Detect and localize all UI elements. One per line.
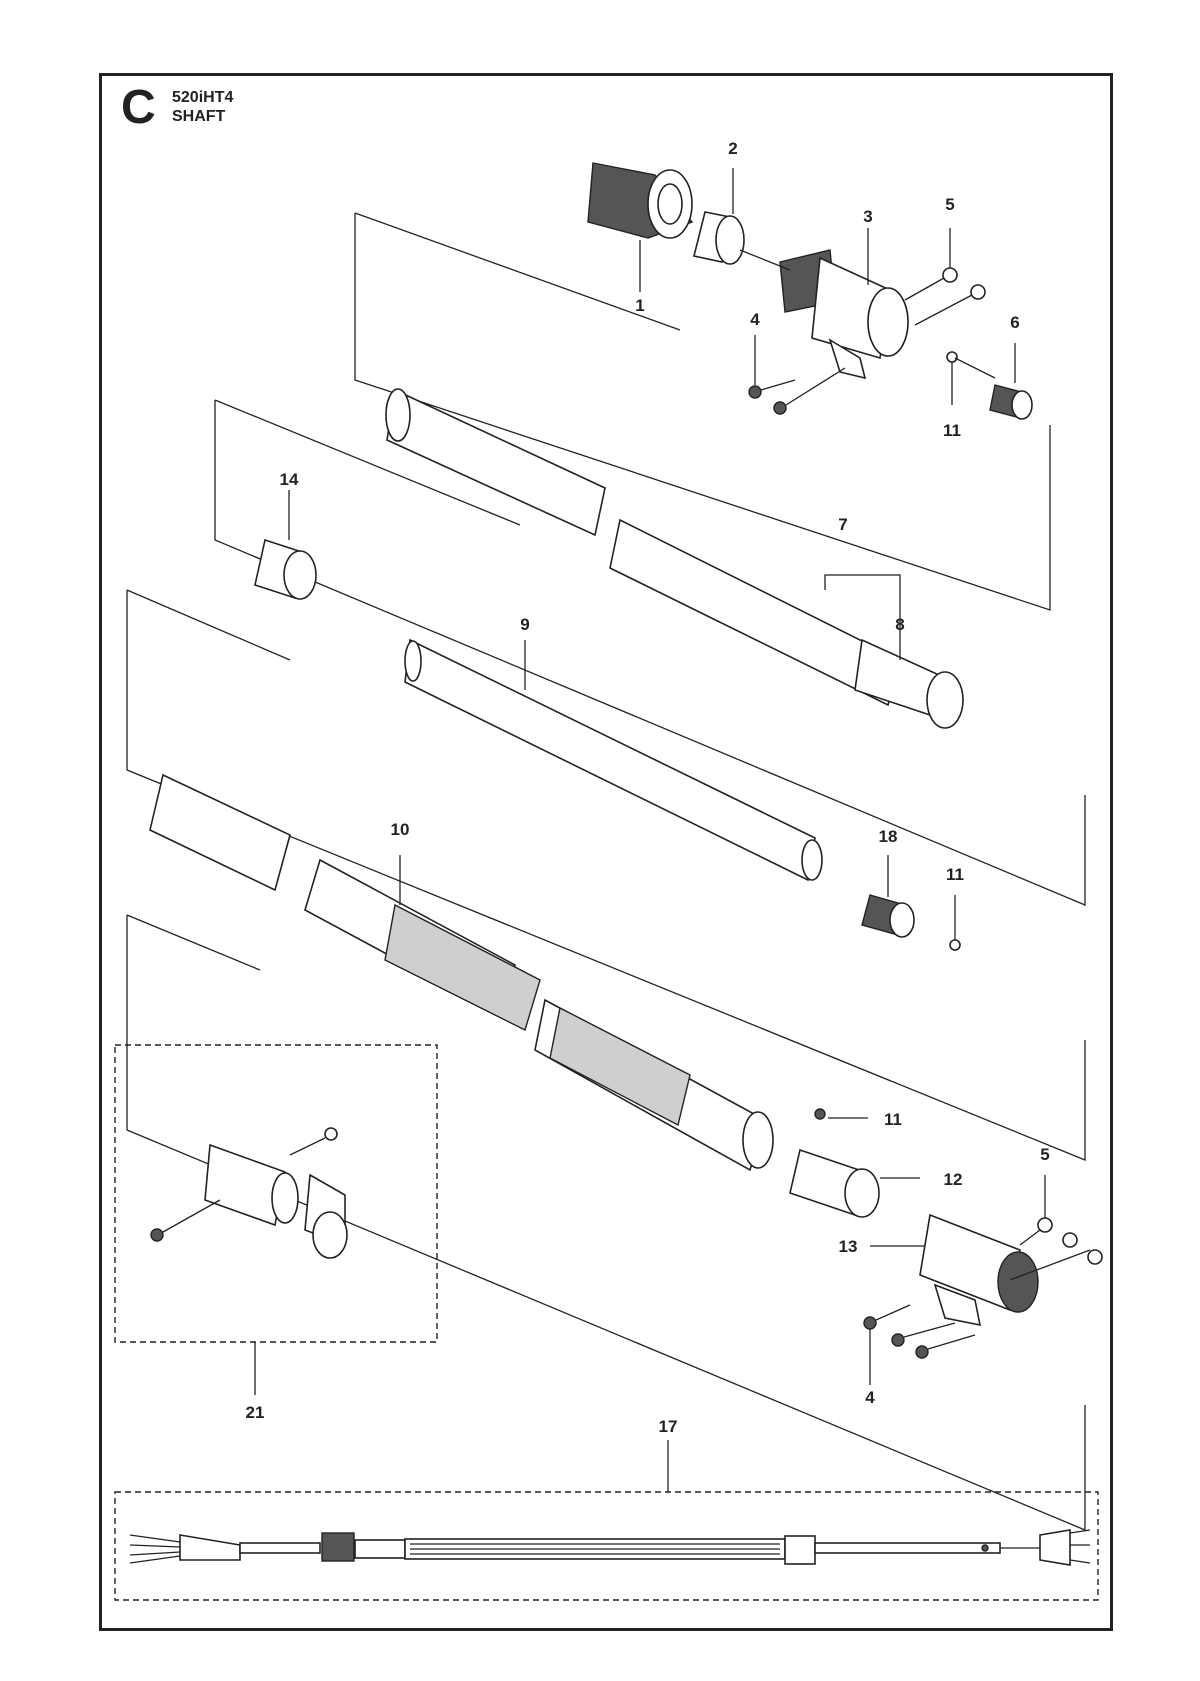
part-11-screw-mid [949,895,961,951]
model-label: 520iHT4 [172,89,234,106]
part-7-upper-shaft [385,388,964,729]
part-6-clamp-ring [989,343,1033,420]
part-11-screw-low [814,1108,868,1120]
kit-21-box [114,1044,438,1395]
callout-12: 12 [944,1170,963,1189]
assembly-planes [126,212,1086,1531]
diagram-frame [99,73,1113,1631]
part-2-sleeve [693,168,745,265]
diagram-title: SHAFT [172,108,226,125]
callout-10: 10 [391,820,410,839]
callout-14: 14 [280,470,299,489]
callout-1: 1 [635,296,644,315]
callout-17: 17 [659,1417,678,1436]
callout-5: 5 [1040,1145,1049,1164]
section-letter: C [121,81,156,134]
callout-11: 11 [946,865,964,884]
callout-4: 4 [865,1388,875,1407]
part-10-lower-shaft [149,773,774,1172]
part-4-bolts-top [748,335,846,415]
callout-21: 21 [246,1403,265,1422]
part-5-nuts-top [904,228,986,326]
part-14-collar [254,490,317,600]
callout-9: 9 [520,615,529,634]
callout-13: 13 [839,1237,858,1256]
callout-11: 11 [943,421,961,440]
callout-2: 2 [728,139,737,158]
kit-17-box [114,1440,1099,1601]
part-12-sleeve [789,1148,920,1218]
callout-3: 3 [863,207,872,226]
callout-18: 18 [879,827,898,846]
part-5-nuts-low [1019,1175,1103,1265]
part-3-clamp-housing [739,228,909,380]
callout-11: 11 [884,1110,902,1129]
part-4-bolts-low [863,1304,976,1385]
callout-5: 5 [945,195,954,214]
callout-7: 7 [838,515,847,534]
part-13-clamp-housing [870,1213,1091,1327]
part-9-inner-tube [404,638,823,882]
part-11-screw-top [946,351,996,405]
callout-6: 6 [1010,313,1019,332]
callout-8: 8 [895,615,904,634]
callout-4: 4 [750,310,760,329]
part-1-knurled-nut [587,162,694,292]
callout-labels: 1 2 3 4 5 6 11 14 7 8 9 18 11 10 11 12 5… [246,139,1050,1436]
part-18-clamp-ring [861,855,915,938]
